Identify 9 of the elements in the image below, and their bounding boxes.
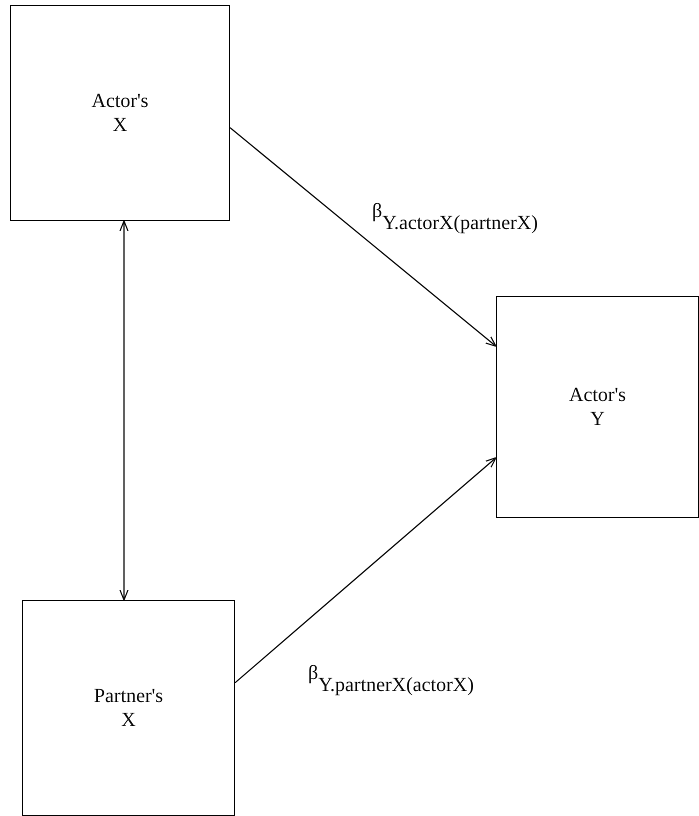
variable-label: Partner's X	[94, 684, 164, 732]
arrow	[119, 220, 129, 601]
variable-label: Actor's X	[90, 89, 150, 137]
variable-label: Actor's Y	[568, 383, 627, 431]
variable-box	[496, 296, 699, 518]
arrow	[230, 127, 497, 347]
variable-box	[22, 600, 235, 816]
arrow	[234, 457, 497, 684]
variable-box	[10, 5, 230, 221]
